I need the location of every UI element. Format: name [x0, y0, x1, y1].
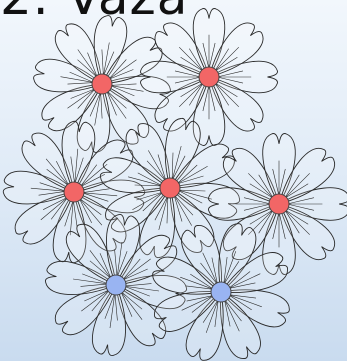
- flower-center-red: [199, 67, 219, 87]
- flower-center-blue: [106, 275, 126, 295]
- flower-center-red: [160, 178, 180, 198]
- flower-top-right: [141, 9, 278, 146]
- flower-center-blue: [211, 282, 231, 302]
- flower-center-red: [64, 182, 84, 202]
- flower-center-red: [269, 194, 289, 214]
- flower-center-red: [92, 74, 112, 94]
